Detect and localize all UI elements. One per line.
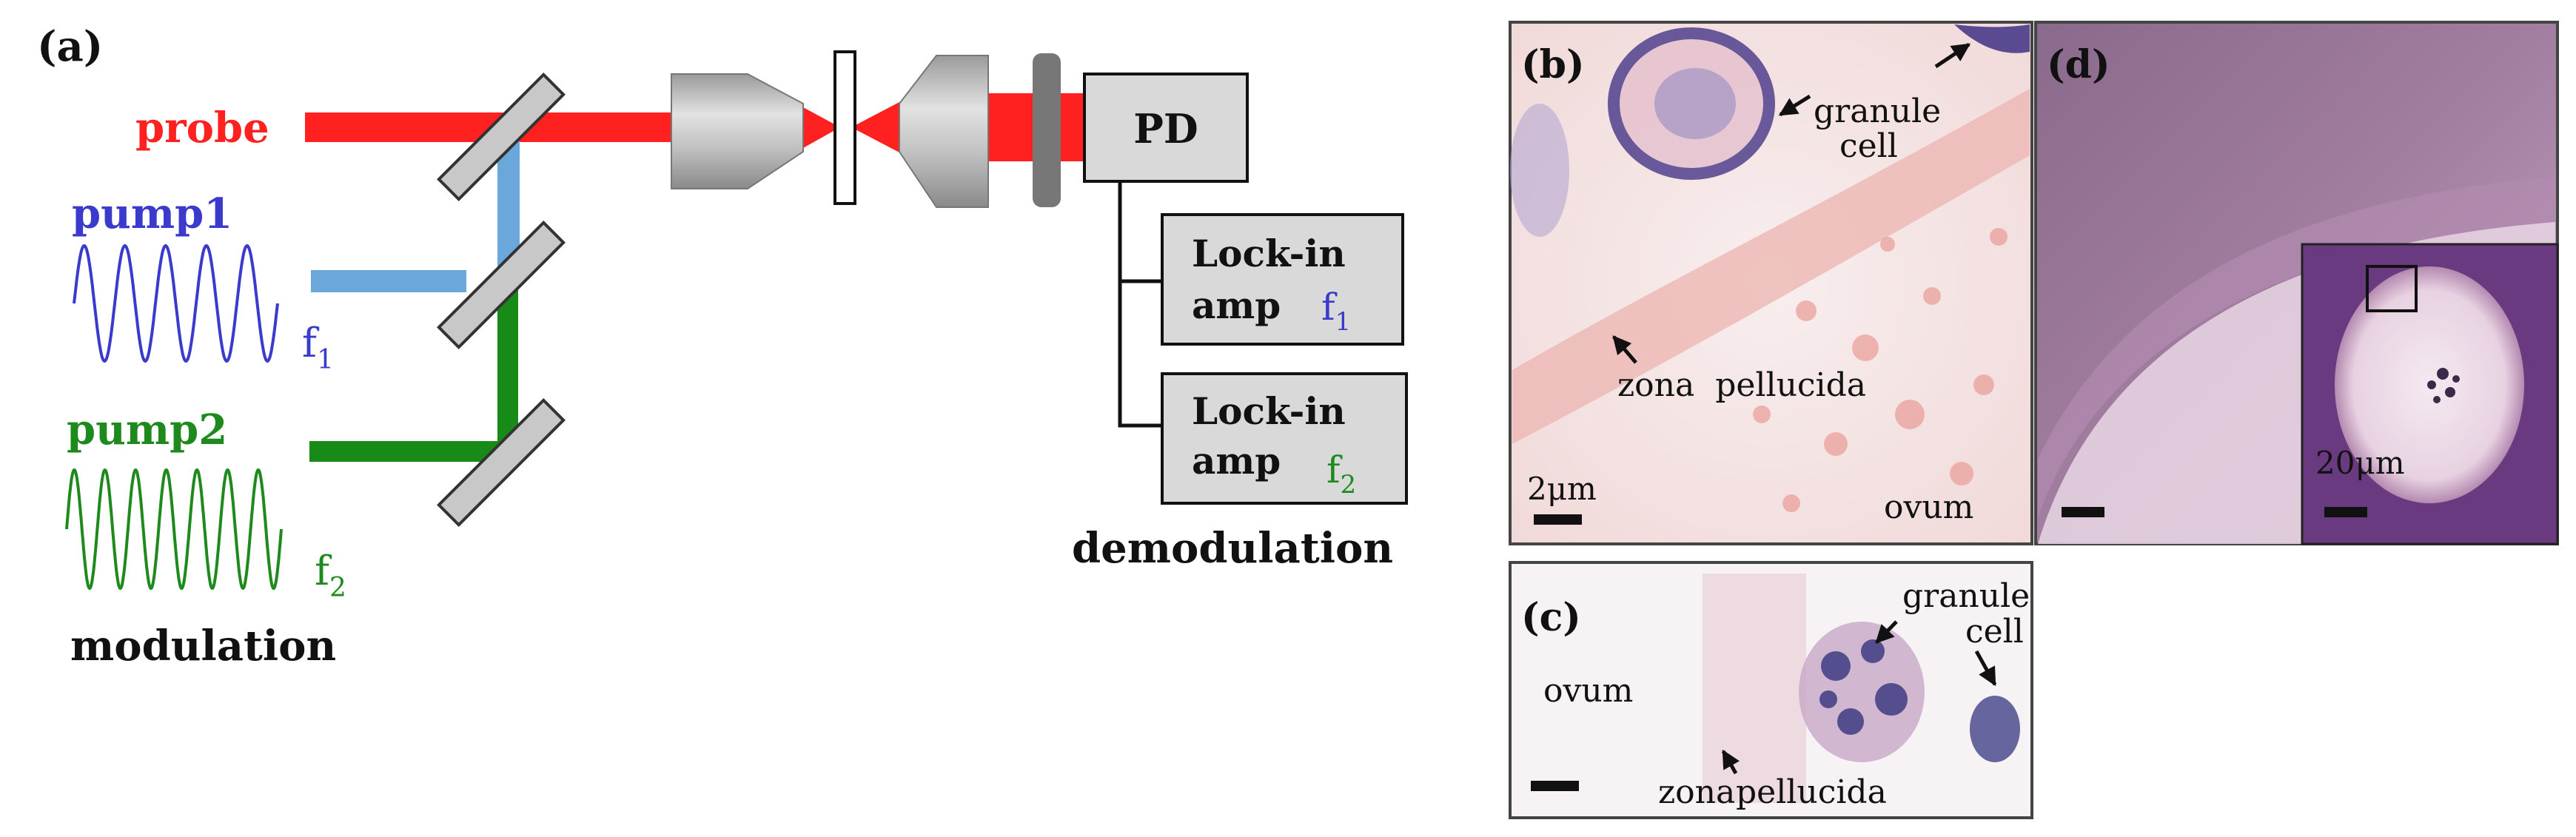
panel-c-granule-line2: cell <box>1965 613 2024 651</box>
panel-b-arrow-granule <box>1778 94 1811 117</box>
mirror-1 <box>437 73 566 201</box>
lockin2-freq: f2 <box>1326 448 1356 500</box>
panel-d-inset-nucleus <box>2427 368 2460 403</box>
pump1-waveform <box>73 243 279 363</box>
lockin2-freq-base: f <box>1326 448 1343 491</box>
pump2-label: pump2 <box>67 406 227 454</box>
panel-c-zona-line1: zona <box>1658 773 1735 811</box>
panel-b-granule-nucleus <box>1654 68 1736 139</box>
lockin1-line2: amp <box>1192 283 1281 327</box>
panel-c-granule-nuclei <box>1819 639 1908 735</box>
panel-label-a: (a) <box>37 22 103 71</box>
lockin2-freq-sub: 2 <box>1341 470 1357 500</box>
panel-c-ovum: ovum <box>1543 672 1633 710</box>
panel-c-edge-cell <box>1970 696 2020 762</box>
panel-b-arrow-zona <box>1612 335 1637 364</box>
lockin2-line2: amp <box>1192 439 1281 483</box>
lockin2-line1: Lock-in <box>1192 389 1346 433</box>
pump2-beam-horizontal <box>309 441 503 462</box>
pump2-frequency: f2 <box>315 548 346 603</box>
panel-b-corner-cell <box>1954 24 2030 53</box>
pump1-frequency: f1 <box>302 320 334 375</box>
sample-slide <box>833 50 856 205</box>
probe-label: probe <box>135 104 269 152</box>
panel-b-scale-label: 2μm <box>1527 471 1597 507</box>
objective-lens-left <box>671 73 804 189</box>
pump2-frequency-sub: 2 <box>329 573 346 603</box>
mirror-3 <box>437 398 566 527</box>
probe-focus-left <box>803 107 840 148</box>
panel-c-arrow-cell <box>1974 650 1997 687</box>
panel-b-edge-cell <box>1510 104 1569 237</box>
modulation-label: modulation <box>70 622 336 670</box>
pd-box <box>1083 73 1249 183</box>
panel-label-b: (b) <box>1521 42 1585 87</box>
filter <box>1033 53 1061 207</box>
panel-d-scale-label: 20μm <box>2315 445 2405 481</box>
panel-d: (d) 20μm <box>2034 21 2559 545</box>
pump1-frequency-sub: 1 <box>317 345 334 375</box>
pump1-label: pump1 <box>72 189 232 238</box>
panel-d-inset-roi <box>2366 265 2418 312</box>
panel-d-zona-band <box>2038 178 2555 518</box>
lockin1-freq-base: f <box>1321 286 1338 329</box>
panel-c-arrow-granule <box>1875 620 1898 644</box>
panel-b-arrow-corner <box>1934 42 1971 69</box>
objective-lens-right <box>899 55 989 208</box>
panel-b: (b) granule cell zona pellucida ovum 2μm <box>1509 21 2033 545</box>
pump2-waveform <box>65 468 283 591</box>
panel-d-scale-bar <box>2062 507 2104 517</box>
panel-b-scale-bar <box>1534 514 1582 525</box>
panel-b-ovum: ovum <box>1884 488 1973 526</box>
lockin1-line1: Lock-in <box>1192 232 1346 275</box>
panel-c-zona-band <box>1703 574 1806 803</box>
probe-focus-right <box>851 102 899 152</box>
panel-c: (c) ovum granule cell zona pellucida <box>1509 561 2033 819</box>
signal-wire <box>1118 181 1162 428</box>
panel-b-zona: zona pellucida <box>1617 366 1866 404</box>
panel-b-ovum-speckle <box>1753 228 2008 512</box>
pump2-beam-vertical <box>497 285 518 455</box>
lockin-amp-2 <box>1161 372 1408 505</box>
lockin1-freq-sub: 1 <box>1335 307 1352 337</box>
panel-c-scale-bar <box>1531 781 1579 791</box>
panel-d-inset-scale-bar <box>2324 507 2367 517</box>
mirror-2 <box>437 221 566 349</box>
panel-c-zona-line2: pellucida <box>1736 773 1887 811</box>
lockin1-freq: f1 <box>1321 286 1351 337</box>
panel-a: (a) PD Lock-in amp f1 <box>37 22 1408 670</box>
demodulation-label: demodulation <box>1072 524 1393 573</box>
panel-c-granule-line1: granule <box>1902 577 2030 615</box>
pd-label: PD <box>1133 105 1198 152</box>
lockin-amp-1 <box>1161 213 1404 346</box>
panel-c-arrow-zona <box>1721 749 1740 775</box>
panel-b-zona-band <box>1512 89 2030 444</box>
panel-label-d: (d) <box>2047 42 2110 87</box>
pump1-beam-horizontal <box>311 270 466 292</box>
panel-label-c: (c) <box>1521 595 1581 640</box>
panel-b-granule-line2: cell <box>1839 127 1898 165</box>
panel-b-granule-line1: granule <box>1814 93 1941 130</box>
